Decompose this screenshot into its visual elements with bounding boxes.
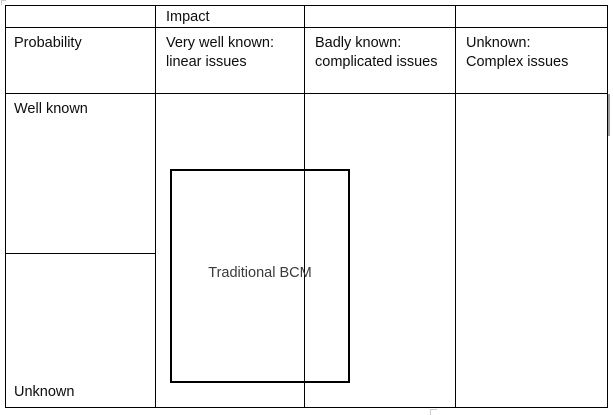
impact-header-label: Impact xyxy=(166,9,210,25)
table-column-divider-3 xyxy=(455,5,456,408)
probability-header-label: Probability xyxy=(14,35,82,51)
table-row-divider-header xyxy=(5,93,608,94)
table-outer-border xyxy=(5,5,608,408)
traditional-bcm-box xyxy=(170,169,350,383)
bottom-artifact xyxy=(430,409,437,415)
probability-row-label-unknown: Unknown xyxy=(14,384,75,400)
table-row-divider-impact xyxy=(5,27,608,28)
impact-column-header-1: Very well known: linear issues xyxy=(166,35,274,70)
table-column-divider-1 xyxy=(155,5,156,408)
impact-column-header-2: Badly known: complicated issues xyxy=(315,35,438,70)
table-column-divider-2 xyxy=(304,5,305,408)
scrollbar-artifact xyxy=(608,94,610,136)
table-row-divider-probability xyxy=(5,253,155,254)
impact-column-header-3: Unknown: Complex issues xyxy=(466,35,569,70)
traditional-bcm-label: Traditional BCM xyxy=(208,265,312,281)
risk-matrix-table: Impact Probability Very well known: line… xyxy=(5,5,608,408)
corner-artifact xyxy=(1,0,6,5)
probability-row-label-well-known: Well known xyxy=(14,101,88,117)
